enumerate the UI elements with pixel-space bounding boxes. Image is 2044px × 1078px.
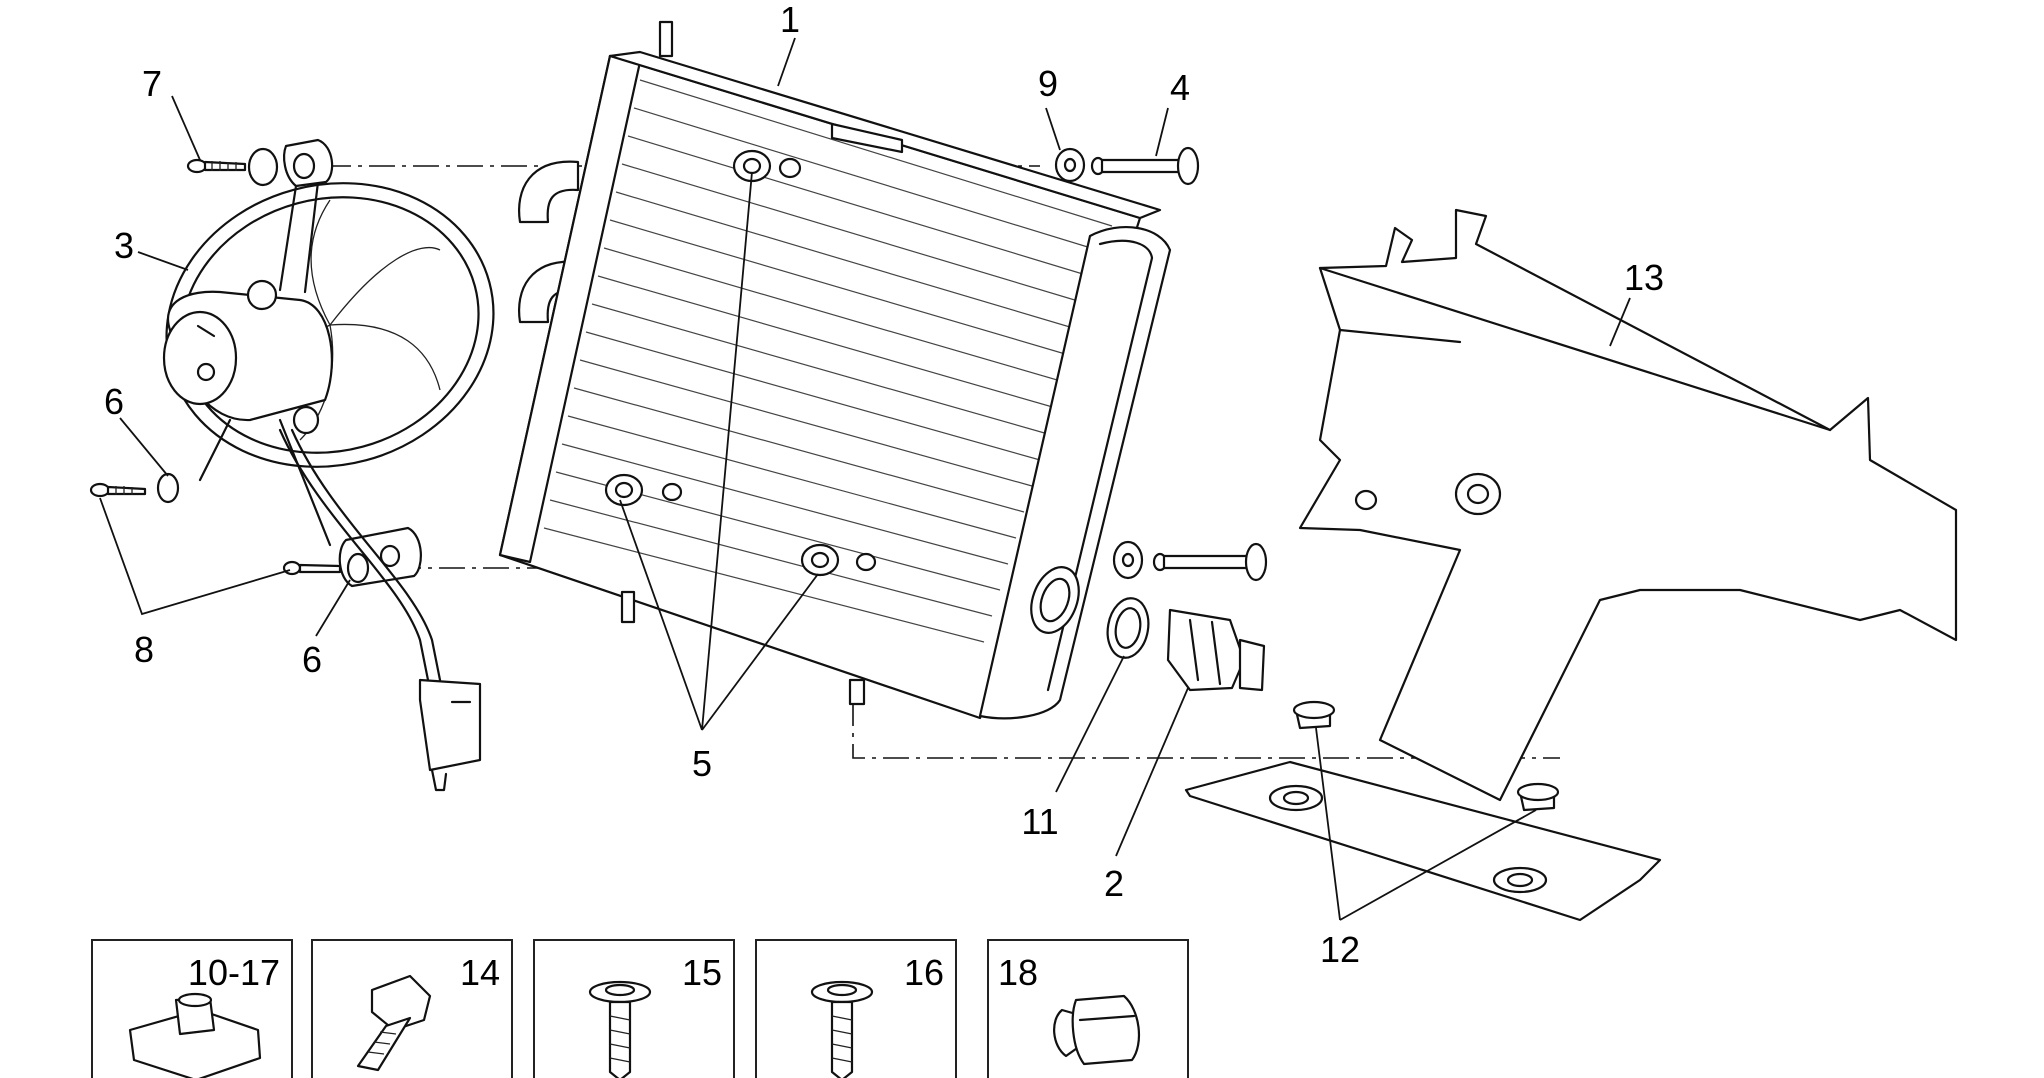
callout-labels: 1 7 9 4 3 13 6 8 6 5 11 2 12	[104, 0, 1664, 970]
washer-6-top	[247, 147, 279, 187]
sealing-washer-11	[1106, 597, 1150, 659]
legend-box-10-17: 10-17	[91, 939, 293, 1078]
radiator	[498, 20, 1172, 720]
lower-plate	[1184, 760, 1662, 922]
bush-9	[1054, 147, 1086, 183]
leader-lines	[99, 37, 1631, 921]
grommet-12-b	[1516, 782, 1560, 812]
cooling-fan	[162, 138, 495, 792]
thermal-switch-2	[1166, 608, 1266, 692]
bolt-4	[1090, 146, 1200, 186]
screw-8-lower	[282, 560, 342, 576]
spring-nut-icon	[128, 992, 262, 1078]
grommet-12-a	[1292, 700, 1336, 730]
flange-bolt-icon	[356, 974, 432, 1072]
legend-label-16: 16	[904, 952, 944, 993]
callout-6-left: 6	[104, 381, 124, 422]
callout-11: 11	[1021, 801, 1058, 842]
screw-15-icon	[588, 980, 652, 1078]
callout-13: 13	[1624, 257, 1664, 298]
callout-7: 7	[142, 63, 162, 104]
callout-6-bottom: 6	[302, 639, 322, 680]
legend-label-10-17: 10-17	[188, 952, 280, 993]
callout-1: 1	[780, 0, 800, 40]
callout-12: 12	[1320, 929, 1360, 970]
legend-label-14: 14	[460, 952, 500, 993]
callout-5: 5	[692, 743, 712, 784]
legend-label-18: 18	[998, 952, 1038, 993]
legend-box-15: 15	[533, 939, 735, 1078]
legend-box-14: 14	[311, 939, 513, 1078]
bolt-lower	[1152, 542, 1268, 582]
callout-4: 4	[1170, 67, 1190, 108]
radiator-fins	[543, 79, 1113, 643]
legend-box-18: 18	[987, 939, 1189, 1078]
plug-cap-icon	[1053, 994, 1140, 1066]
callout-2: 2	[1104, 863, 1124, 904]
callout-3: 3	[114, 225, 134, 266]
deflector-13	[1298, 208, 1958, 802]
callout-8: 8	[134, 629, 154, 670]
washer-6-left	[156, 472, 180, 504]
legend-box-16: 16	[755, 939, 957, 1078]
washer-6-bottom	[346, 552, 370, 584]
screw-16-icon	[810, 980, 874, 1078]
bush-lower	[1112, 540, 1144, 580]
legend-label-15: 15	[682, 952, 722, 993]
screw-8	[89, 482, 147, 498]
callout-9: 9	[1038, 63, 1058, 104]
screw-7	[186, 158, 247, 174]
